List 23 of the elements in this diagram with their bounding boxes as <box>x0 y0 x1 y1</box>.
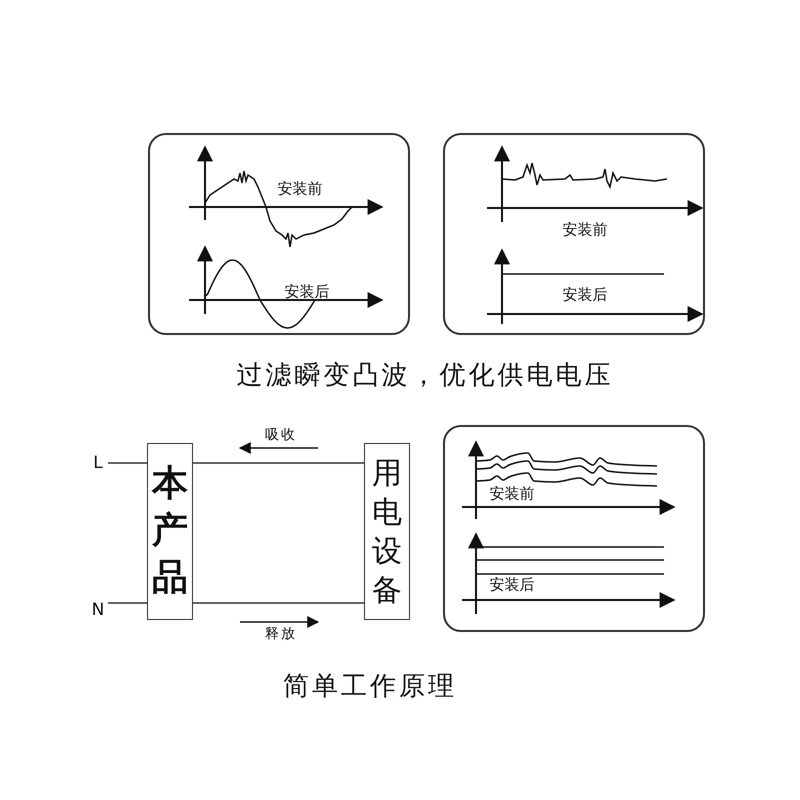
chart-label: 安装前 <box>490 484 534 504</box>
heading: 过滤瞬变凸波，优化供电电压 <box>236 360 614 392</box>
chart-label: 安装后 <box>284 282 330 302</box>
flow-label: 释放 <box>265 625 297 643</box>
wire <box>193 462 364 464</box>
chart-panel <box>443 133 705 335</box>
chart-panel <box>148 133 410 335</box>
chart-panel <box>443 425 705 632</box>
chart-label: 安装前 <box>278 180 322 198</box>
flow-label: 吸收 <box>265 426 297 444</box>
chart-label: 安装后 <box>562 286 608 304</box>
chart-label: 安装前 <box>562 220 608 240</box>
box-label: 用电设备 <box>372 454 402 610</box>
wire <box>193 602 364 604</box>
terminal-label: N <box>92 600 104 620</box>
box-label: 本产品 <box>152 462 188 600</box>
terminal-label: L <box>93 453 103 473</box>
wire <box>108 462 147 464</box>
heading: 简单工作原理 <box>283 670 457 704</box>
product-box <box>147 443 193 620</box>
chart-label: 安装后 <box>490 576 534 594</box>
device-box <box>364 443 410 620</box>
wire <box>108 602 147 604</box>
